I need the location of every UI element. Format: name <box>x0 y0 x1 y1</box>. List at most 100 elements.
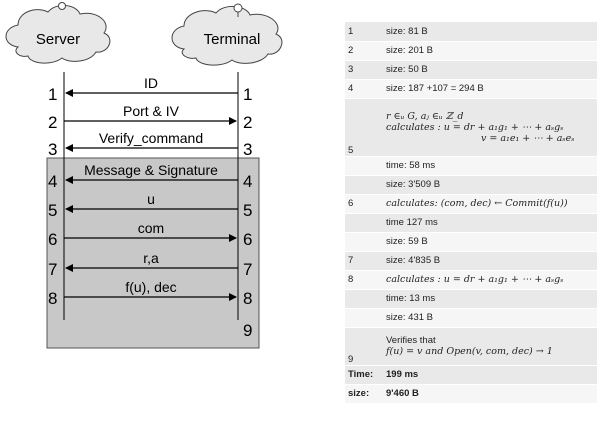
summary-value: 9'460 B <box>383 384 597 404</box>
cost-cell: size: 50 B <box>383 60 597 80</box>
cost-cell: size: 3'509 B <box>383 175 597 195</box>
message-label: Port & IV <box>123 103 180 119</box>
cell-line: size: 3'509 B <box>386 179 441 190</box>
summary-label: size: <box>345 384 383 404</box>
table-row: size: 3'509 B <box>345 175 597 195</box>
cell-line: size: 81 B <box>386 25 428 37</box>
table-row: size: 59 B <box>345 232 597 252</box>
summary-row: Time:199 ms <box>345 365 597 385</box>
step-number-cell: 9 <box>345 327 383 366</box>
cell-line: time: 58 ms <box>386 160 436 171</box>
server-label: Server <box>36 31 80 48</box>
step-number-right: 8 <box>243 289 252 308</box>
step-number-cell: 7 <box>345 251 383 271</box>
cell-line: size: 187 +107 = 294 B <box>386 83 484 94</box>
step-number-cell <box>345 232 383 252</box>
step-number-left: 2 <box>48 113 57 132</box>
step-number-right: 1 <box>243 85 252 104</box>
cost-cell: calculates : u = dr + a₁g₁ + ⋯ + aₛgₛ <box>383 270 597 290</box>
step-number-right: 2 <box>243 113 252 132</box>
table-row: time: 13 ms <box>345 289 597 309</box>
step-number-left: 8 <box>48 289 57 308</box>
message-label: ID <box>144 75 158 91</box>
step-number-right: 6 <box>243 230 252 249</box>
step-number-cell: 5 <box>345 98 383 157</box>
step-number-left: 1 <box>48 85 57 104</box>
cell-line: size: 50 B <box>386 64 428 75</box>
cost-cell: calculates: (com, dec) ← Commit(f(u)) <box>383 194 597 214</box>
summary-value: 199 ms <box>383 365 597 385</box>
step-number-right: 3 <box>243 140 252 159</box>
terminal-label: Terminal <box>204 31 261 48</box>
step-number-right: 4 <box>243 172 252 191</box>
table-row: time 127 ms <box>345 213 597 233</box>
step-number-cell <box>345 213 383 233</box>
cost-cell: time 127 ms <box>383 213 597 233</box>
cell-line: size: 59 B <box>386 236 428 247</box>
cell-line: f(u) = v and Open(v, com, dec) → 1 <box>386 346 553 357</box>
cost-cell: time: 13 ms <box>383 289 597 309</box>
step-number-left: 5 <box>48 201 57 220</box>
cell-line: calculates: (com, dec) ← Commit(f(u)) <box>386 198 568 209</box>
step-number-cell <box>345 289 383 309</box>
step-number-left: 4 <box>48 172 57 191</box>
step-number-right: 5 <box>243 201 252 220</box>
step-number-cell: 8 <box>345 270 383 290</box>
message-label: com <box>138 220 164 236</box>
cost-cell: time: 58 ms <box>383 156 597 176</box>
cell-line: size: 431 B <box>386 312 433 323</box>
cell-line: time 127 ms <box>386 217 438 228</box>
step-number-left: 7 <box>48 260 57 279</box>
step-number-cell: 6 <box>345 194 383 214</box>
cell-line: Verifies that <box>386 335 436 346</box>
cell-line: r ∈ᵤ G, aⱼ ∈ᵤ ℤ_d <box>386 110 464 122</box>
table-row: size: 431 B <box>345 308 597 328</box>
cell-line: size: 4'835 B <box>386 255 441 266</box>
message-label: r,a <box>143 250 159 266</box>
message-label: Message & Signature <box>84 162 218 178</box>
shaded-region <box>46 157 260 349</box>
cost-cell: size: 187 +107 = 294 B <box>383 79 597 99</box>
step-number-cell <box>345 156 383 176</box>
step-number-cell <box>345 175 383 195</box>
cell-line: calculates : u = dr + a₁g₁ + ⋯ + aₛgₛ <box>386 274 564 285</box>
step-number-left: 3 <box>48 140 57 159</box>
summary-label: Time: <box>345 365 383 385</box>
step-number-cell: 4 <box>345 79 383 99</box>
step-number-cell: 3 <box>345 60 383 80</box>
step-number-cell: 1 <box>345 22 383 42</box>
message-label: Verify_command <box>99 130 203 146</box>
terminal-cloud-icon <box>171 3 283 66</box>
message-label: u <box>147 191 155 207</box>
step-number-left: 6 <box>48 230 57 249</box>
cost-cell: size: 431 B <box>383 308 597 328</box>
cost-cell: size: 81 B <box>383 22 597 42</box>
step-number-right: 7 <box>243 260 252 279</box>
cost-cell: size: 4'835 B <box>383 251 597 271</box>
cost-cell: size: 59 B <box>383 232 597 252</box>
summary-row: size:9'460 B <box>345 384 597 404</box>
message-label: f(u), dec <box>125 279 176 295</box>
cell-line: time: 13 ms <box>386 293 436 304</box>
cost-cell: size: 201 B <box>383 41 597 61</box>
table-row: time: 58 ms <box>345 156 597 176</box>
step-number-cell: 2 <box>345 41 383 61</box>
server-cloud-icon <box>5 2 111 64</box>
cell-line: size: 201 B <box>386 45 433 56</box>
cell-line: v = a₁e₁ + ⋯ + aₛeₛ <box>481 132 575 144</box>
step-number-cell <box>345 308 383 328</box>
cell-line: calculates : u = dr + a₁g₁ + ⋯ + aₛgₛ <box>386 121 564 133</box>
